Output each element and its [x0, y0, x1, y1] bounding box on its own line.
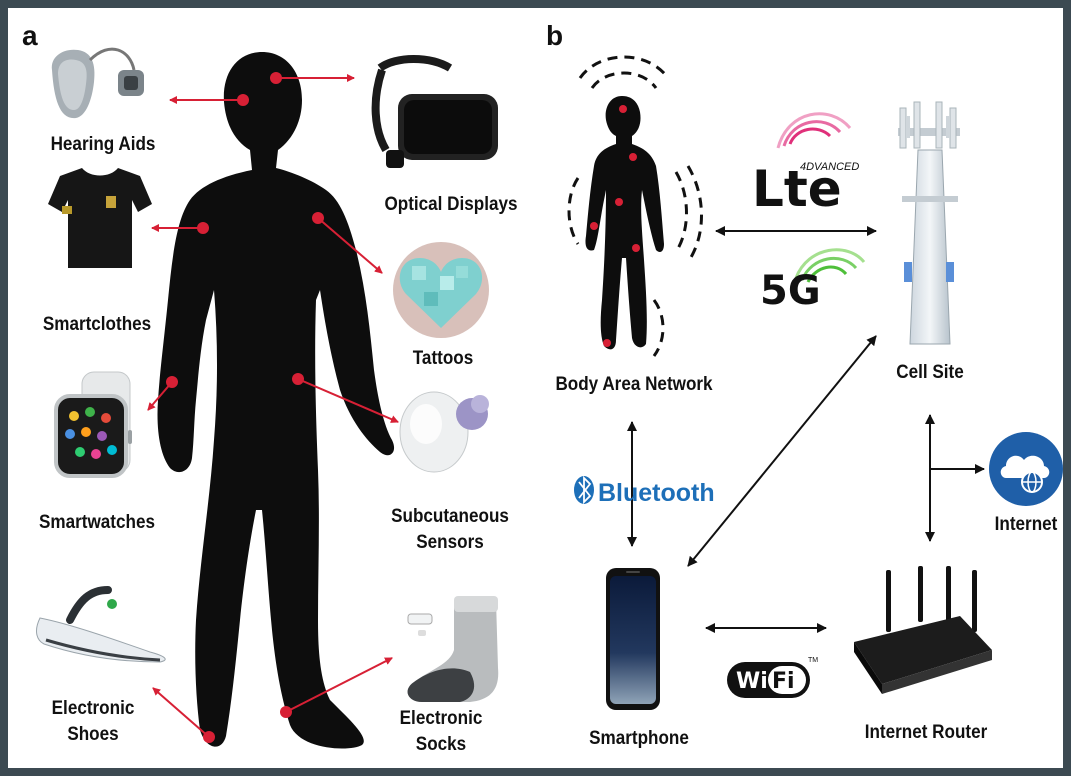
wave-leg — [652, 299, 665, 357]
lte-logo: Lte 4DVANCED — [752, 112, 859, 218]
ban-dot-chest — [615, 198, 623, 206]
arrow-electronic-socks — [285, 657, 393, 713]
label-electronic-shoes-line2: Shoes — [67, 724, 119, 745]
vr-headset-image — [371, 55, 498, 168]
arrows-b — [627, 226, 985, 633]
wave-top-outer — [578, 55, 670, 79]
wifi-tm: TM — [808, 657, 818, 664]
bluetooth-logo-text: Bluetooth — [598, 479, 715, 507]
label-hearing-aids: Hearing Aids — [50, 134, 156, 155]
internet-router-image — [854, 566, 992, 694]
arrow-electronic-shoes — [152, 687, 210, 738]
body-area-network-figure — [585, 96, 664, 350]
lte-logo-subtext: 4DVANCED — [800, 161, 859, 173]
five-g-logo: 5G — [760, 248, 866, 314]
wave-right-inner — [674, 171, 688, 253]
label-internet-router: Internet Router — [864, 722, 988, 743]
wifi-logo-text-b: Fi — [772, 669, 795, 694]
ban-dot-shoulder — [629, 153, 637, 161]
electronic-socks-image — [407, 596, 499, 702]
arrow-subcutaneous — [297, 378, 399, 423]
ban-dot-foot — [603, 339, 611, 347]
panel-b-letter: b — [546, 20, 564, 51]
bluetooth-logo: Bluetooth — [574, 475, 715, 507]
wave-left — [567, 177, 580, 245]
smart-tshirt-image — [48, 168, 152, 268]
tattoo-image — [393, 242, 489, 338]
human-silhouette — [157, 52, 395, 749]
wifi-logo: Wi Fi TM — [727, 657, 818, 698]
label-cell-site: Cell Site — [896, 362, 964, 383]
label-smartclothes: Smartclothes — [42, 314, 152, 335]
label-tattoos: Tattoos — [412, 348, 474, 369]
arrow-tattoos — [317, 217, 383, 274]
label-electronic-shoes-line1: Electronic — [51, 698, 135, 719]
cell-tower-image — [898, 101, 960, 345]
label-electronic-socks-line2: Socks — [415, 734, 467, 755]
wave-right-outer — [686, 165, 703, 263]
radio-waves — [567, 55, 703, 357]
wave-top-inner — [590, 71, 658, 89]
label-internet: Internet — [994, 514, 1058, 535]
ban-dot-hip — [632, 244, 640, 252]
wifi-logo-text-a: Wi — [736, 669, 768, 694]
label-electronic-socks-line1: Electronic — [399, 708, 483, 729]
arrow-smartwatches — [147, 381, 173, 411]
label-subcutaneous-line2: Sensors — [416, 532, 484, 553]
lte-logo-text: Lte — [752, 160, 842, 218]
label-smartphone: Smartphone — [589, 728, 689, 749]
label-optical-displays: Optical Displays — [384, 194, 518, 215]
ban-sensor-dots — [590, 105, 640, 347]
subcutaneous-sensor-image — [399, 391, 489, 473]
panel-a-letter: a — [22, 20, 38, 51]
label-subcutaneous-line1: Subcutaneous — [391, 506, 509, 527]
arrow-phone-cell — [687, 335, 877, 567]
electronic-shoes-image — [36, 586, 166, 663]
ban-dot-head — [619, 105, 627, 113]
ban-dot-hand — [590, 222, 598, 230]
smartwatch-image — [54, 371, 132, 478]
label-smartwatches: Smartwatches — [39, 512, 155, 533]
hearing-aid-image — [51, 47, 144, 119]
figure-frame: Lte 4DVANCED 5G Bluetooth — [8, 8, 1063, 768]
diagram-canvas: Lte 4DVANCED 5G Bluetooth — [36, 47, 1063, 749]
arrows-a — [147, 74, 399, 738]
five-g-logo-text: 5G — [760, 268, 821, 314]
internet-globe-icon — [989, 432, 1063, 506]
label-body-area-network: Body Area Network — [555, 374, 713, 395]
smartphone-image — [606, 568, 660, 710]
